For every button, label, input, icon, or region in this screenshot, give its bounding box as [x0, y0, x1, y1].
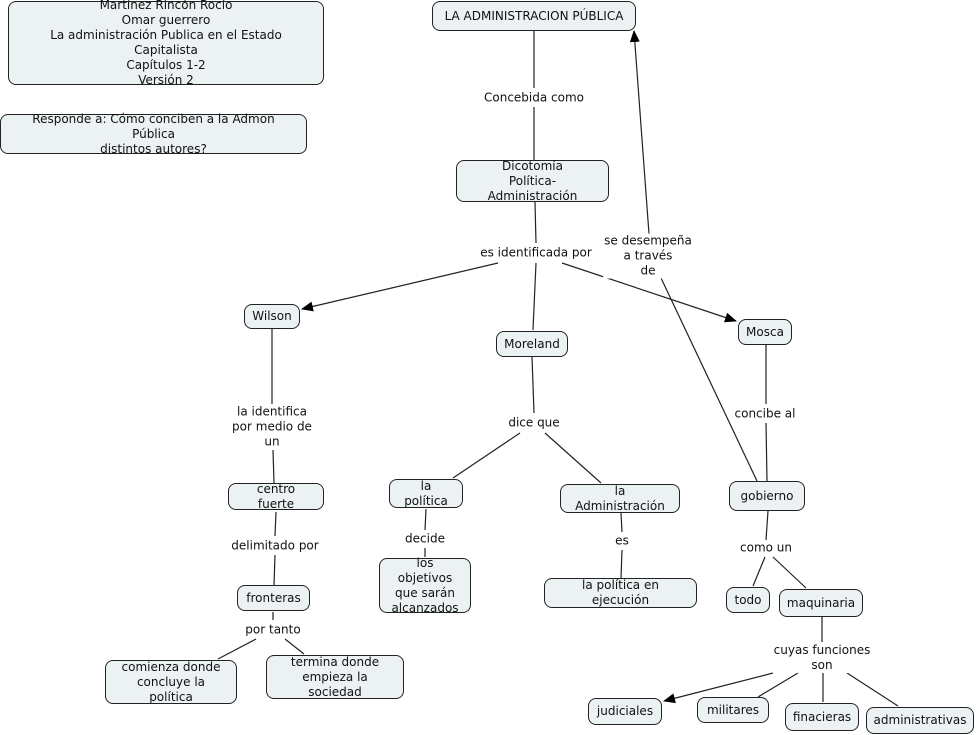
link-phrase-dice-que[interactable]: dice que [507, 415, 561, 431]
link-dicequ-administracion [544, 432, 602, 484]
link-politica-decide [424, 508, 427, 531]
link-phrase-se-desempena[interactable]: se desempeña a través de [603, 233, 693, 279]
concept-wilson[interactable]: Wilson [244, 304, 300, 329]
concept-dicotomia[interactable]: Dicotomía Política-Administración [456, 159, 609, 203]
link-delimitado-fronteras [273, 554, 276, 586]
link-identifica-centro [272, 449, 275, 484]
concept-fronteras[interactable]: fronteras [237, 585, 310, 611]
concept-gobierno[interactable]: gobierno [729, 481, 805, 511]
link-identificada-moreland [532, 262, 537, 331]
link-comoun-todo [752, 556, 766, 587]
concept-militares[interactable]: militares [697, 697, 769, 723]
link-gobierno-desempena [660, 277, 758, 482]
link-cuyas-militares [757, 672, 799, 698]
concept-moreland[interactable]: Moreland [496, 331, 568, 357]
link-desempena-root [629, 30, 650, 235]
link-phrase-por-tanto[interactable]: por tanto [244, 622, 302, 638]
concept-judiciales[interactable]: judiciales [588, 698, 662, 725]
link-phrase-es[interactable]: es [614, 533, 630, 549]
link-portanto-termina [284, 638, 305, 655]
link-moreland-dicequ [531, 356, 535, 414]
concept-maquinaria[interactable]: maquinaria [779, 589, 863, 617]
concept-mosca[interactable]: Mosca [738, 319, 792, 345]
link-phrase-cuyas-funciones[interactable]: cuyas funciones son [772, 643, 872, 673]
question-box[interactable]: Responde a: Cómo conciben a la Admon Púb… [0, 112, 307, 156]
link-cuyas-judiciales [663, 672, 774, 704]
link-gobierno-comoun [765, 510, 769, 541]
concept-la-administracion[interactable]: la Administración [560, 484, 680, 513]
link-concibe-gobierno [765, 422, 768, 482]
link-phrase-delimitado-por[interactable]: delimitado por [230, 538, 320, 554]
link-dicotomia-identificada [534, 201, 537, 244]
link-es-ejecucion [620, 549, 623, 579]
link-administracion-es [620, 512, 623, 533]
link-centro-delimitado [274, 511, 277, 537]
link-dicequ-politica [452, 432, 521, 479]
concept-administrativas[interactable]: administrativas [866, 707, 974, 734]
link-identificada-mosca [561, 262, 737, 323]
link-identificada-wilson [301, 262, 499, 312]
link-phrase-concebida-como[interactable]: Concebida como [482, 90, 586, 106]
concept-la-politica[interactable]: la política [389, 479, 463, 508]
concept-la-administracion-publica[interactable]: LA ADMINISTRACION PÚBLICA [432, 1, 636, 31]
link-phrase-concibe-al[interactable]: concibe al [733, 406, 797, 422]
link-comoun-maquinaria [772, 556, 807, 589]
concept-finacieras[interactable]: finacieras [785, 703, 859, 731]
link-cuyas-administrativas [846, 672, 899, 707]
concept-comienza-donde[interactable]: comienza donde concluye la política [105, 660, 237, 704]
concept-centro-fuerte[interactable]: centro fuerte [228, 482, 324, 511]
link-portanto-comienza [217, 638, 257, 660]
link-phrase-decide[interactable]: decide [404, 531, 446, 547]
info-box[interactable]: Martínez Rincón Rocío Omar guerrero La a… [8, 0, 324, 87]
link-phrase-como-un[interactable]: como un [739, 540, 793, 556]
concept-termina-donde[interactable]: termina donde empieza la sociedad [266, 655, 404, 699]
link-phrase-la-identifica[interactable]: la identifica por medio de un [231, 404, 313, 450]
concept-politica-en-ejecucion[interactable]: la política en ejecución [544, 578, 697, 608]
concept-todo[interactable]: todo [726, 587, 770, 613]
concept-los-objetivos[interactable]: los objetivos que sarán alcanzados [379, 556, 471, 615]
link-phrase-es-identificada-por[interactable]: es identificada por [479, 245, 593, 261]
